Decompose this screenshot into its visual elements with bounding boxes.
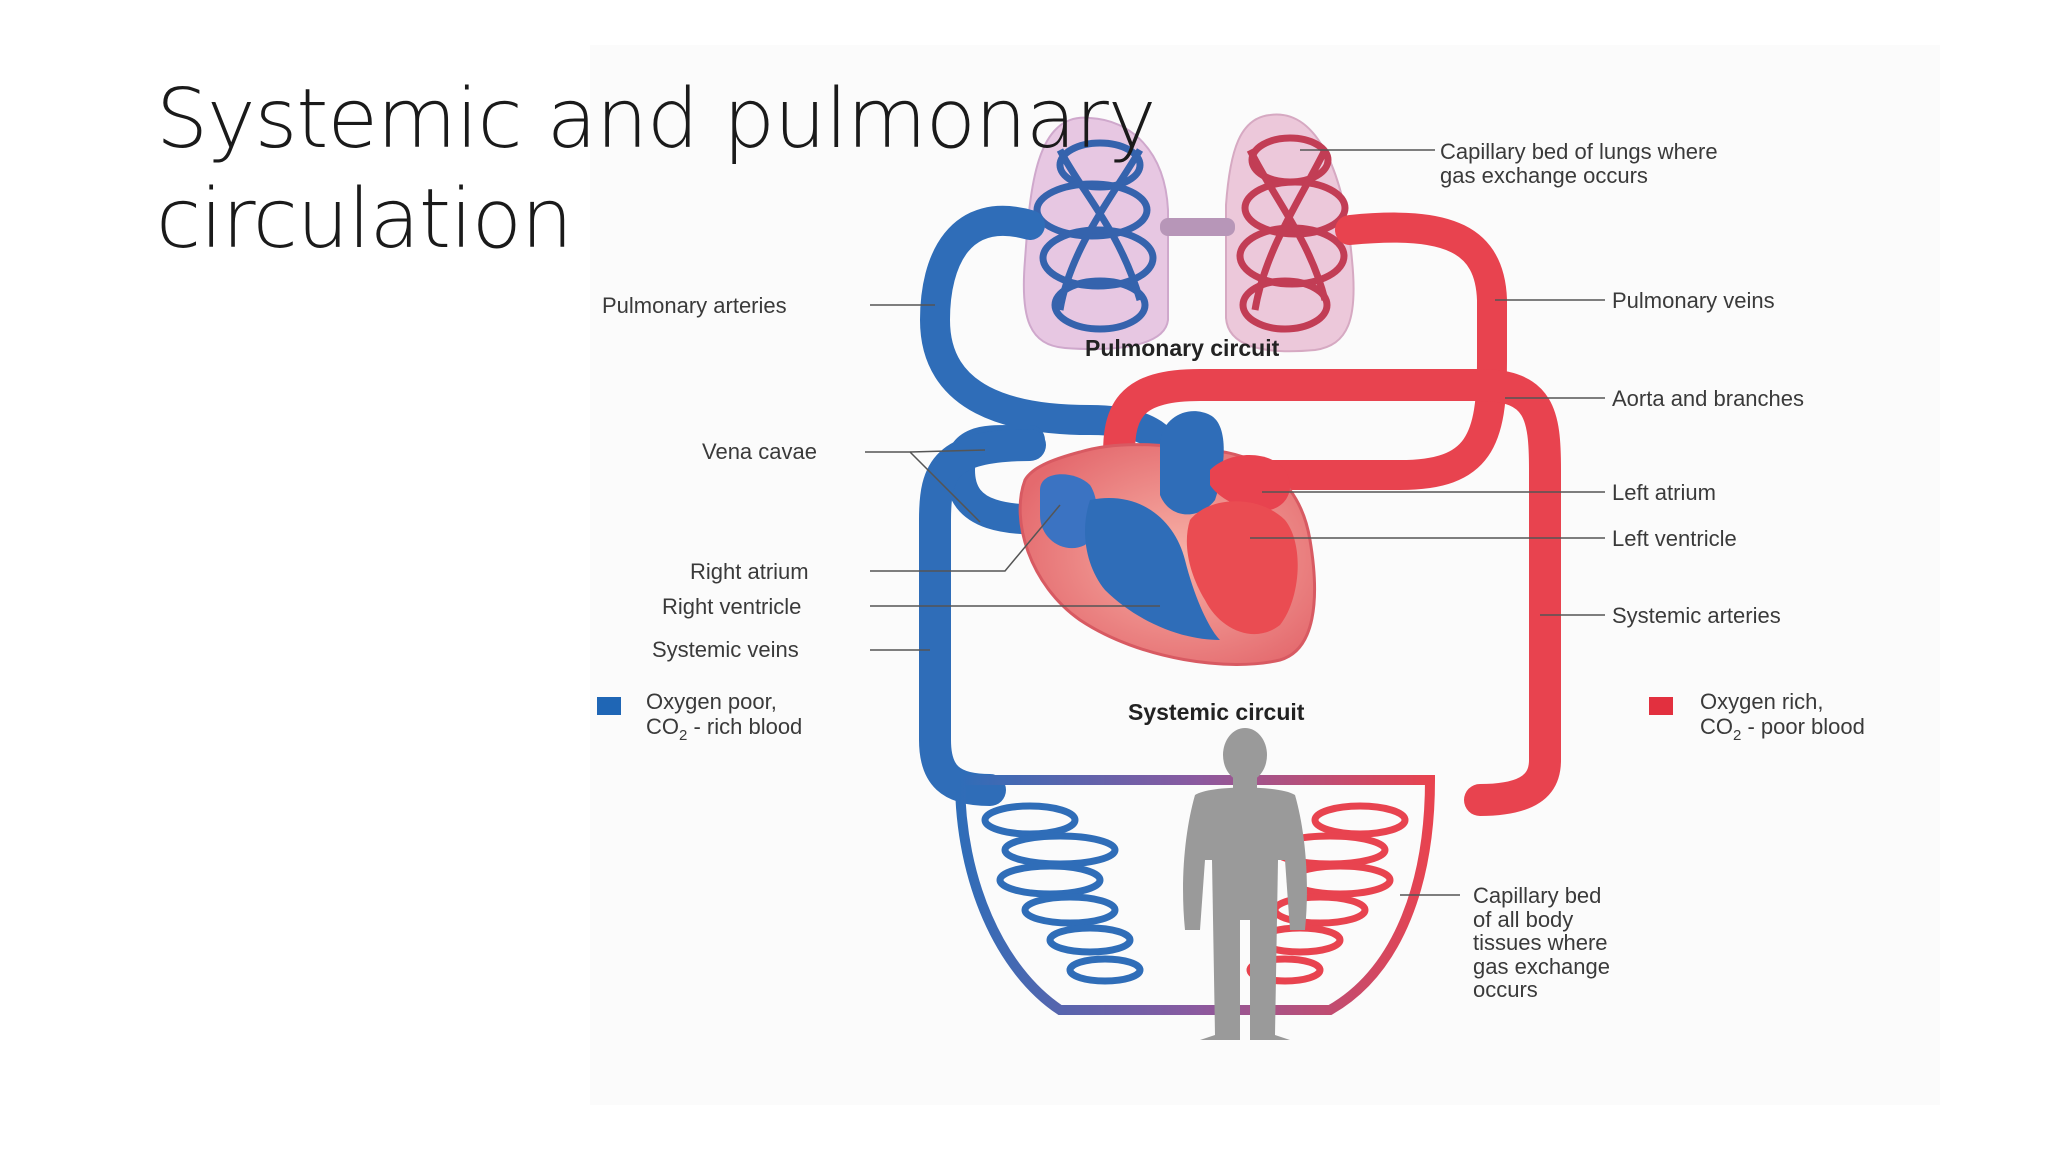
body-capillary-outline bbox=[954, 775, 1436, 1015]
label-systemic-circuit: Systemic circuit bbox=[1128, 699, 1305, 725]
label-capillary-lungs-line2: gas exchange occurs bbox=[1440, 163, 1648, 188]
label-capillary-body-line3: tissues where bbox=[1473, 930, 1608, 955]
bronchus-connection bbox=[1160, 218, 1235, 236]
leader-lines bbox=[865, 149, 1605, 896]
label-capillary-lungs-line1: Capillary bed of lungs where bbox=[1440, 139, 1718, 164]
legend-oxygen-rich-line2: CO2 - poor blood bbox=[1700, 714, 1865, 744]
lungs bbox=[1022, 113, 1355, 353]
pulmonary-artery-vessel bbox=[919, 205, 1190, 485]
legend-oxygen-rich-line1: Oxygen rich, bbox=[1700, 689, 1824, 714]
left-ventricle-chamber bbox=[1186, 501, 1298, 635]
heart bbox=[1018, 411, 1317, 666]
label-left-atrium: Left atrium bbox=[1612, 480, 1716, 505]
label-capillary-body-line2: of all body bbox=[1473, 907, 1573, 932]
slide-title-line-2: circulation bbox=[156, 172, 573, 267]
label-pulmonary-arteries: Pulmonary arteries bbox=[602, 293, 787, 318]
left-atrium-chamber bbox=[1210, 455, 1290, 511]
right-ventricle-chamber bbox=[1085, 498, 1220, 640]
label-aorta: Aorta and branches bbox=[1612, 386, 1804, 411]
slide-title-line-1: Systemic and pulmonary bbox=[156, 72, 1156, 167]
label-left-ventricle: Left ventricle bbox=[1612, 526, 1737, 551]
label-systemic-veins: Systemic veins bbox=[652, 637, 799, 662]
label-right-ventricle: Right ventricle bbox=[662, 594, 801, 619]
right-atrium-chamber bbox=[1040, 474, 1097, 549]
label-systemic-arteries: Systemic arteries bbox=[1612, 603, 1781, 628]
label-capillary-body-line1: Capillary bed bbox=[1473, 883, 1601, 908]
slide-title: Systemic and pulmonary circulation bbox=[156, 70, 1156, 270]
label-vena-cavae: Vena cavae bbox=[702, 439, 817, 464]
label-pulmonary-veins: Pulmonary veins bbox=[1612, 288, 1775, 313]
lung-capillaries-left bbox=[1033, 139, 1157, 333]
legend-oxygen-poor-line1: Oxygen poor, bbox=[646, 689, 777, 714]
label-pulmonary-circuit: Pulmonary circuit bbox=[1085, 335, 1280, 361]
legend-oxygen-poor-line2: CO2 - rich blood bbox=[646, 714, 802, 744]
pulmonary-vein-vessel bbox=[1255, 212, 1507, 490]
label-capillary-body-line5: occurs bbox=[1473, 977, 1538, 1002]
label-right-atrium: Right atrium bbox=[690, 559, 809, 584]
label-capillary-body-line4: gas exchange bbox=[1473, 954, 1610, 979]
human-silhouette-icon bbox=[1183, 728, 1307, 1040]
pulmonary-trunk bbox=[1160, 411, 1224, 515]
legend-oxygen-poor-swatch-icon bbox=[597, 697, 621, 715]
lung-capillaries-right bbox=[1236, 134, 1349, 333]
legend-oxygen-rich-swatch-icon bbox=[1649, 697, 1673, 715]
